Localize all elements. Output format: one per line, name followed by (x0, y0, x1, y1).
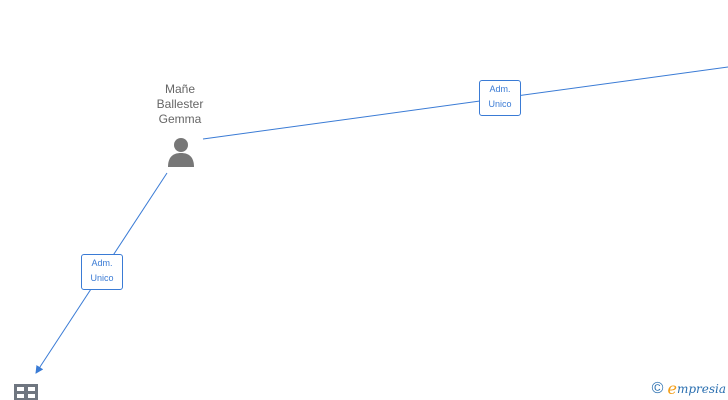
brand-logo: © e mpresia (652, 380, 726, 398)
building-icon[interactable] (14, 384, 38, 400)
edge-label-line-1: Adm. (91, 258, 113, 268)
edge-label-line-2: Unico (90, 273, 114, 283)
person-name-line-2: Ballester (156, 97, 204, 111)
brand-logo-letter: e (667, 379, 677, 398)
edge-label-line-1: Adm. (489, 84, 511, 94)
person-name-line-1: Mañe (164, 82, 196, 96)
brand-logo-text: mpresia (676, 382, 726, 396)
copyright-icon: © (651, 380, 664, 397)
edge-label-line-2: Unico (488, 99, 512, 109)
person-name-line-3: Gemma (158, 112, 202, 126)
edge-line-to-external (202, 66, 728, 140)
edge-label-adm-unico-external[interactable]: Adm. Unico (479, 80, 521, 116)
edge-label-adm-unico-company[interactable]: Adm. Unico (81, 254, 123, 290)
person-icon[interactable] (166, 137, 196, 167)
person-name[interactable]: Mañe Ballester Gemma (140, 82, 220, 127)
